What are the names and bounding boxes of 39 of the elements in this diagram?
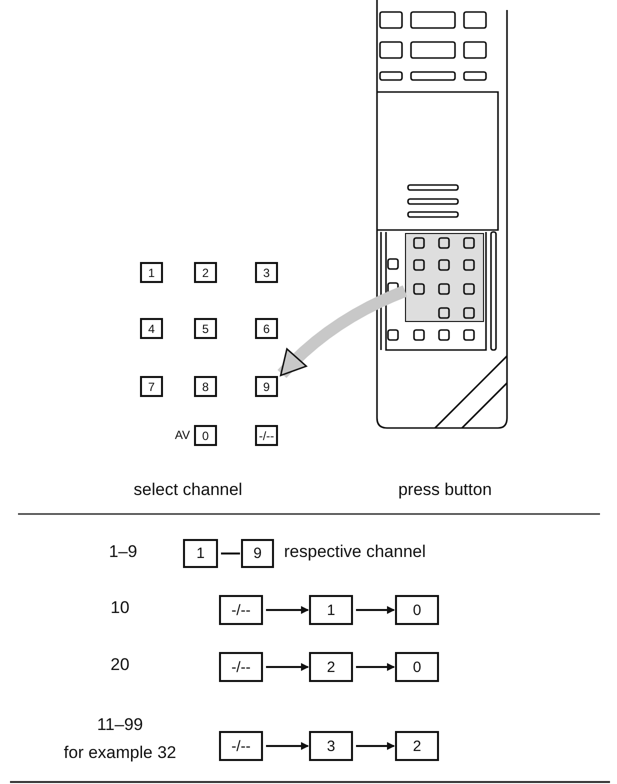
example-text: for example 32 <box>64 743 176 763</box>
arrow <box>356 742 395 750</box>
arrow <box>356 663 395 671</box>
arrow <box>356 606 395 614</box>
key-button: 0 <box>395 652 439 682</box>
key-button: 3 <box>255 262 278 283</box>
connector-line <box>221 552 240 554</box>
key-button: -/-- <box>219 731 263 761</box>
key-button: 6 <box>255 318 278 339</box>
big-arrow <box>278 285 408 378</box>
arrow <box>266 606 309 614</box>
key-button: -/-- <box>219 595 263 625</box>
key-button: 0 <box>194 425 217 446</box>
key-button: 5 <box>194 318 217 339</box>
channel-number: 20 <box>110 655 130 675</box>
result-text: respective channel <box>284 542 426 562</box>
key-button: 1 <box>309 595 353 625</box>
key-caption: AV <box>174 428 190 442</box>
key-button: 7 <box>140 376 163 397</box>
channel-range: 1–9 <box>108 542 138 562</box>
key-button: 1 <box>140 262 163 283</box>
key-button: 1 <box>183 539 218 568</box>
arrow <box>266 663 309 671</box>
key-button: 9 <box>255 376 278 397</box>
column-heading: press button <box>398 480 492 500</box>
column-heading: select channel <box>134 480 242 500</box>
arrow <box>266 742 309 750</box>
key-button: 3 <box>309 731 353 761</box>
channel-range: 11–99 <box>97 715 143 735</box>
key-button: 0 <box>395 595 439 625</box>
key-button: -/-- <box>255 425 278 446</box>
channel-number: 10 <box>110 598 130 618</box>
key-button: 9 <box>241 539 274 568</box>
key-button: 2 <box>194 262 217 283</box>
key-button: 2 <box>309 652 353 682</box>
key-button: -/-- <box>219 652 263 682</box>
key-button: 8 <box>194 376 217 397</box>
key-button: 4 <box>140 318 163 339</box>
key-button: 2 <box>395 731 439 761</box>
